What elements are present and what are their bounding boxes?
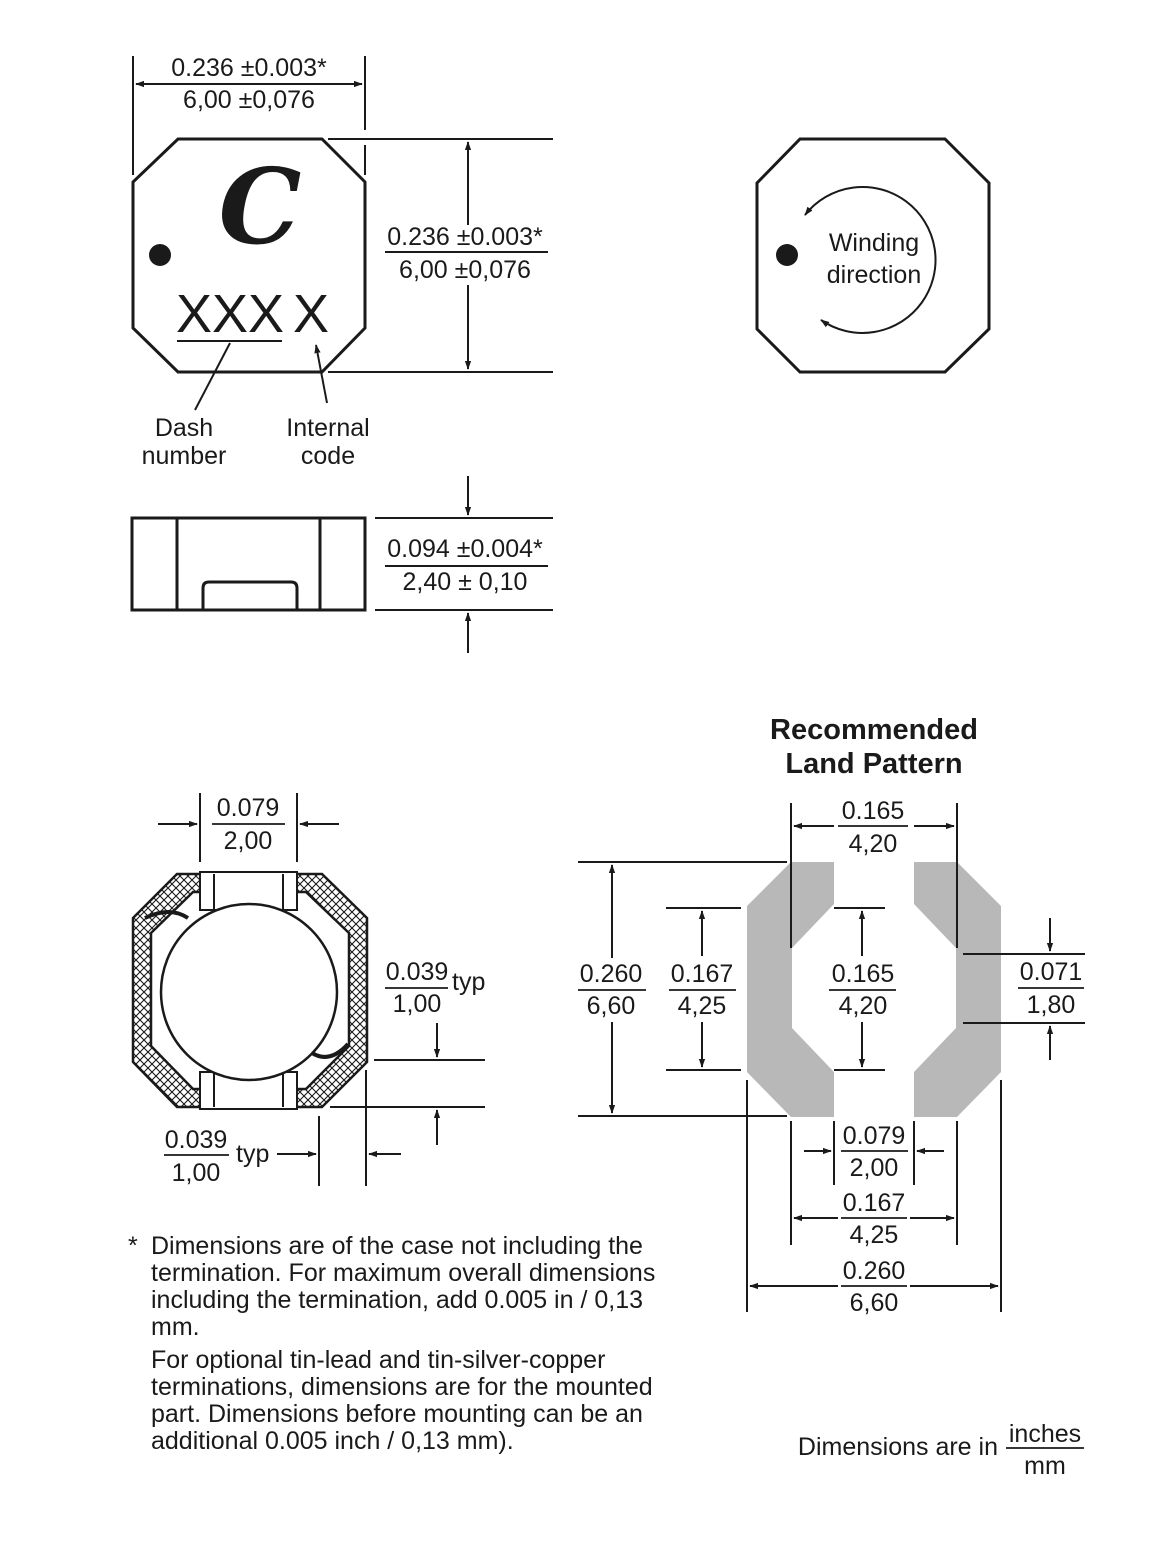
lead-wire-right [310,1042,350,1059]
winding-label-1: Winding [829,229,919,257]
height-inch-text: 0.236 ±0.003* [387,223,543,251]
top-view: 0.236 ±0.003* 6,00 ±0,076 0.236 ±0.003* … [131,54,553,470]
units-legend: Dimensions are in inches mm [798,1420,1084,1480]
land-pad-right [914,862,1001,1117]
land-inner-h-mm: 4,25 [678,992,727,1020]
bottom-view: 0.079 2,00 0.039 1,00 typ 0.039 1,00 typ [131,793,485,1187]
core-circle [159,902,339,1082]
land-gap-mm: 2,00 [850,1154,899,1182]
internal-code-marking: X [293,284,329,344]
units-bottom: mm [1024,1452,1066,1480]
term-len-typ: typ [452,968,485,996]
term-len-inch: 0.039 [386,958,449,986]
winding-view-outline [755,137,991,374]
land-pad-span-inch: 0.167 [843,1189,906,1217]
term-width-inch: 0.079 [217,794,280,822]
code-label-1: Internal [286,414,369,442]
code-label-2: code [301,442,355,470]
code-leader [314,344,328,404]
term-len-mm: 1,00 [393,990,442,1018]
land-top-inch: 0.165 [842,797,905,825]
land-center-mm: 4,20 [839,992,888,1020]
side-view: 0.094 ±0.004* 2,40 ± 0,10 [130,476,553,653]
land-right-mm: 1,80 [1027,991,1076,1019]
side-height-inch-text: 0.094 ±0.004* [387,535,543,563]
land-pattern: Recommended Land Pattern 0.165 4,20 0.26… [578,714,1085,1317]
land-gap-inch: 0.079 [843,1122,906,1150]
land-pad-span-mm: 4,25 [850,1221,899,1249]
pin1-dot-icon [149,244,171,266]
land-title-1: Recommended [770,714,978,746]
units-prefix: Dimensions are in [798,1433,998,1461]
winding-pin-dot-icon [776,244,798,266]
dash-number-marking: XXX [176,284,284,344]
winding-label-2: direction [827,261,922,289]
side-gap-mm: 1,00 [172,1159,221,1187]
side-height-mm-text: 2,40 ± 0,10 [403,568,528,596]
footnote-1: Dimensions are of the case not including… [151,1232,656,1341]
land-overall-h-mm: 6,60 [587,992,636,1020]
dash-label-2: number [142,442,227,470]
footnote-star: * [128,1232,138,1260]
term-width-mm: 2,00 [224,827,273,855]
dash-leader [194,342,231,411]
land-right-inch: 0.071 [1020,958,1083,986]
winding-view: Winding direction [755,137,991,374]
side-view-body [130,516,367,612]
land-pad-left [747,862,834,1117]
land-top-mm: 4,20 [849,830,898,858]
land-overall-w-inch: 0.260 [843,1257,906,1285]
units-top: inches [1009,1420,1081,1448]
dash-label-1: Dash [155,414,213,442]
land-overall-h-inch: 0.260 [580,960,643,988]
width-inch-text: 0.236 ±0.003* [171,54,327,82]
side-gap-typ: typ [236,1140,269,1168]
footnotes: * Dimensions are of the case not includi… [128,1233,673,1455]
land-overall-w-mm: 6,60 [850,1289,899,1317]
side-gap-inch: 0.039 [165,1126,228,1154]
winding-arrow-icon [804,185,937,334]
footnote-2: For optional tin-lead and tin-silver-cop… [151,1346,653,1455]
land-title-2: Land Pattern [785,748,962,780]
height-mm-text: 6,00 ±0,076 [399,256,531,284]
land-inner-h-inch: 0.167 [671,960,734,988]
logo-c-icon: C [219,145,302,268]
bottom-view-hatch [131,872,369,1109]
width-mm-text: 6,00 ±0,076 [183,86,315,114]
land-center-inch: 0.165 [832,960,895,988]
lead-wire-left [144,910,190,920]
side-view-notch [201,580,299,610]
